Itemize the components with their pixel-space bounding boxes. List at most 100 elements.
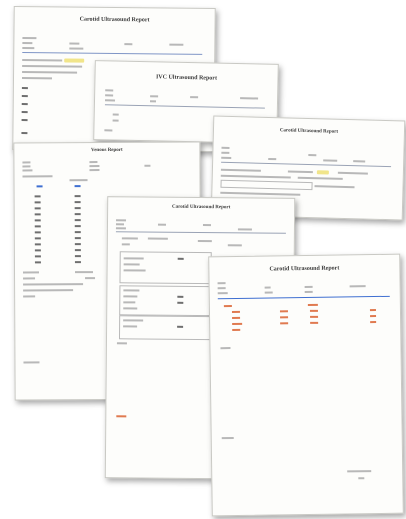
text-line xyxy=(23,277,36,280)
text-line xyxy=(123,257,144,260)
text-line xyxy=(22,59,63,62)
text-line xyxy=(202,224,211,227)
text-line xyxy=(22,169,33,172)
orange-value-mark xyxy=(279,310,288,313)
text-line xyxy=(112,113,119,116)
text-line xyxy=(314,185,355,189)
text-line xyxy=(240,97,259,100)
report-sheet-carotid-front[interactable]: Carotid Ultrasound Report xyxy=(208,253,404,517)
text-line xyxy=(22,165,31,168)
blue-rule xyxy=(115,231,286,234)
value-mark xyxy=(74,185,81,188)
value-mark xyxy=(34,261,41,264)
value-mark xyxy=(34,243,41,246)
report-title: IVC Ultrasound Report xyxy=(155,74,218,82)
text-line xyxy=(264,291,273,294)
text-line xyxy=(105,94,114,97)
text-line xyxy=(123,307,138,310)
text-line xyxy=(150,95,159,98)
text-line xyxy=(105,89,114,92)
text-line xyxy=(323,159,338,162)
value-mark xyxy=(21,95,28,98)
text-line xyxy=(221,151,230,154)
value-mark xyxy=(21,87,28,90)
text-line xyxy=(123,269,146,272)
text-line xyxy=(220,347,231,350)
signature-mark xyxy=(116,415,127,418)
value-mark xyxy=(34,237,41,240)
text-line xyxy=(217,282,226,285)
text-line xyxy=(221,146,230,149)
text-line xyxy=(308,154,317,157)
text-line xyxy=(121,237,138,240)
text-line xyxy=(123,301,136,304)
text-line xyxy=(22,161,31,164)
text-line xyxy=(23,283,84,286)
text-line xyxy=(22,47,35,50)
text-line xyxy=(157,223,166,226)
text-line xyxy=(89,161,98,164)
text-line xyxy=(268,157,277,161)
blue-rule xyxy=(22,52,203,55)
text-line xyxy=(21,77,53,80)
text-line xyxy=(353,160,366,163)
value-mark xyxy=(74,213,81,216)
text-line xyxy=(169,43,184,46)
orange-value-mark xyxy=(370,321,377,324)
text-line xyxy=(75,271,94,274)
text-line xyxy=(287,170,313,174)
value-mark xyxy=(34,225,41,228)
value-mark xyxy=(21,132,28,135)
text-line xyxy=(115,227,126,230)
text-line xyxy=(221,437,234,440)
text-line xyxy=(144,164,151,167)
text-line xyxy=(124,43,133,46)
value-mark xyxy=(34,231,41,234)
text-line xyxy=(264,286,271,289)
value-mark xyxy=(34,255,41,258)
text-line xyxy=(197,239,212,243)
value-mark xyxy=(74,207,81,210)
orange-value-mark xyxy=(370,315,377,318)
report-title: Carotid Ultrasound Report xyxy=(269,265,340,273)
text-line xyxy=(22,37,37,40)
value-mark xyxy=(74,219,81,222)
text-line xyxy=(23,295,36,298)
text-line xyxy=(221,156,232,159)
text-line xyxy=(123,295,138,298)
text-line xyxy=(69,47,84,50)
text-line xyxy=(149,100,157,103)
text-line xyxy=(358,477,365,480)
blue-rule xyxy=(217,295,390,300)
text-line xyxy=(23,289,74,292)
value-mark xyxy=(74,255,81,258)
text-line xyxy=(297,176,343,180)
text-line xyxy=(304,285,313,289)
value-mark xyxy=(177,295,184,298)
orange-value-mark xyxy=(369,309,376,312)
value-mark xyxy=(74,225,81,228)
text-line xyxy=(85,277,96,280)
text-line xyxy=(123,325,138,328)
text-line xyxy=(89,165,100,168)
text-line xyxy=(104,99,116,102)
text-line xyxy=(89,169,100,172)
text-line xyxy=(22,71,78,74)
text-line xyxy=(115,223,124,226)
value-mark xyxy=(177,257,184,260)
value-mark xyxy=(74,243,81,246)
text-line xyxy=(69,179,88,182)
text-line xyxy=(22,42,33,45)
value-mark xyxy=(177,301,184,304)
value-mark xyxy=(34,207,41,210)
orange-value-mark xyxy=(232,316,241,320)
value-mark xyxy=(74,249,81,252)
value-mark xyxy=(34,213,41,216)
value-mark xyxy=(34,249,41,252)
text-line xyxy=(123,319,144,322)
text-line xyxy=(104,129,113,132)
blue-rule xyxy=(221,161,392,168)
value-mark xyxy=(36,185,43,188)
text-line xyxy=(349,285,366,288)
orange-value-mark xyxy=(307,303,318,306)
